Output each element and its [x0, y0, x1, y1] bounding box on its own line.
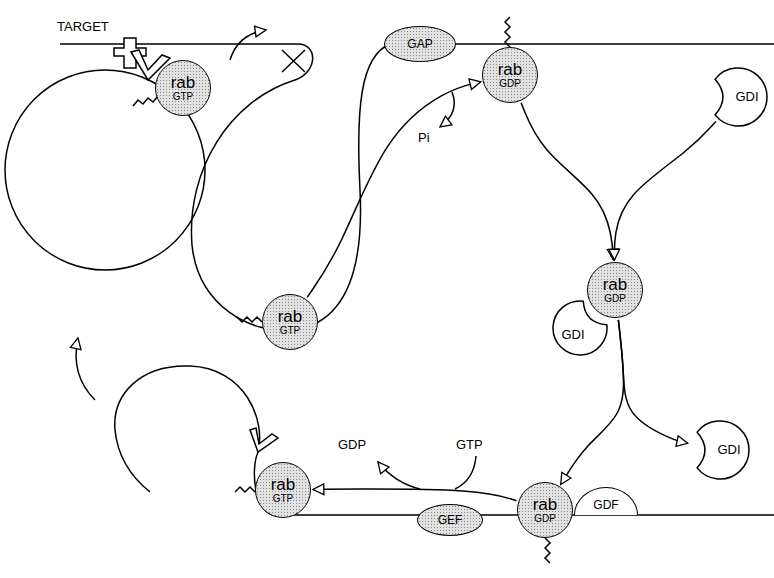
lipid-tail [505, 17, 510, 47]
protein-name: GDI [717, 443, 740, 457]
gtp-arrow [455, 456, 476, 489]
cycle-arrow [230, 30, 266, 60]
lipid-tail [545, 538, 550, 563]
gdi-shape [697, 421, 749, 479]
protein-name: GEF [438, 514, 463, 527]
rab-protein: rabGDP [587, 262, 643, 318]
rab-protein: rabGTP [255, 462, 311, 518]
snare-complex [282, 50, 305, 72]
cycle-arrow [76, 338, 95, 400]
protein-name: rab [603, 276, 628, 294]
protein-name: GDI [735, 90, 758, 104]
regulator-protein: GEF [417, 504, 483, 536]
regulator-protein: GAP [384, 26, 456, 62]
lipid-tail [237, 317, 262, 322]
process-arrow [618, 320, 687, 443]
process-arrow [614, 121, 716, 260]
nucleotide-label: GDP [604, 294, 626, 305]
rab-protein: rabGDP [517, 482, 573, 538]
gdi-protein: GDI [689, 419, 751, 481]
lipid-tail [235, 487, 255, 492]
gdp-arrow [378, 462, 420, 489]
protein-name: GDI [561, 328, 584, 342]
process-arrow [313, 489, 516, 501]
protein-name: rab [533, 496, 558, 514]
molecule-label: GTP [456, 438, 483, 453]
process-arrow [307, 82, 481, 298]
rab-protein: rabGTP [155, 60, 211, 116]
gdf-protein: GDF [574, 487, 638, 515]
gdi-shape [553, 301, 607, 355]
protein-name: GAP [407, 38, 432, 51]
phosphate-arrow [440, 92, 454, 127]
nucleotide-label: GDP [534, 514, 556, 525]
membrane-label: TARGET [57, 20, 109, 35]
molecule-label: GDP [338, 438, 366, 453]
nucleotide-label: GTP [173, 92, 194, 103]
gdi-protein: GDI [707, 66, 769, 128]
protein-name: rab [278, 308, 303, 326]
rab-protein: rabGDP [482, 47, 538, 103]
protein-name: rab [271, 476, 296, 494]
rab-protein: rabGTP [262, 294, 318, 350]
transport-vesicle [5, 70, 205, 270]
molecule-label: Pi [418, 131, 430, 146]
protein-name: rab [498, 61, 523, 79]
nucleotide-label: GTP [273, 494, 294, 505]
lipid-tail [133, 96, 158, 106]
nucleotide-label: GDP [499, 79, 521, 90]
nucleotide-label: GTP [280, 326, 301, 337]
target-membrane [60, 44, 774, 331]
gdi-shape [715, 68, 767, 126]
process-arrow [521, 103, 613, 260]
protein-name: GDF [593, 499, 618, 512]
protein-name: rab [171, 74, 196, 92]
v-snare [250, 428, 278, 452]
